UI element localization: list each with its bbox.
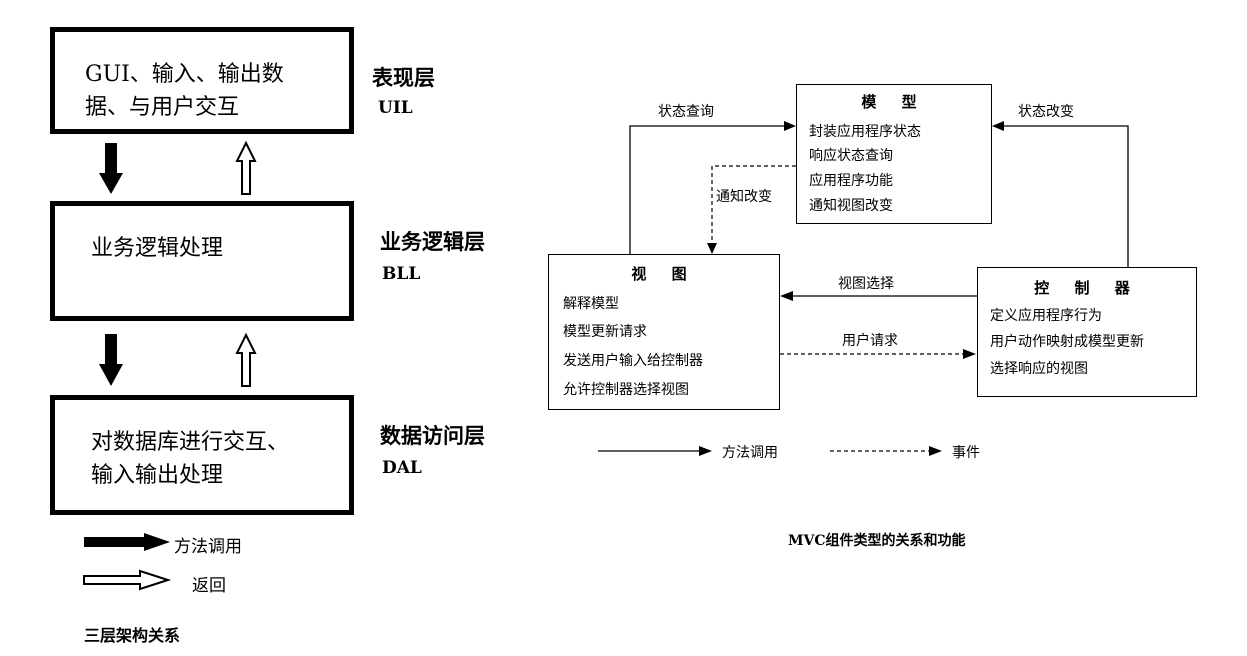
label-state-change: 状态改变	[1018, 101, 1074, 121]
presentation-layer-desc-line2: 据、与用户交互	[85, 95, 240, 120]
tier-call-arrow-2	[99, 334, 123, 386]
model-box: 模 型 封装应用程序状态 响应状态查询 应用程序功能 通知视图改变	[796, 84, 992, 224]
data-layer-desc-line2: 输入输出处理	[91, 463, 224, 488]
business-layer-box: 业务逻辑处理	[50, 201, 354, 321]
controller-line-1: 定义应用程序行为	[990, 308, 1102, 324]
mvc-notify-change-arrow	[707, 165, 796, 254]
label-state-query: 状态查询	[658, 101, 714, 121]
tier-legend-hollow-arrow	[83, 569, 172, 591]
view-line-3: 发送用户输入给控制器	[563, 353, 703, 369]
view-line-4: 允许控制器选择视图	[563, 382, 689, 398]
tier-legend-return-label: 返回	[192, 576, 226, 596]
three-tier-caption: 三层架构关系	[84, 626, 181, 645]
label-user-request: 用户请求	[842, 330, 898, 350]
data-layer-name: 数据访问层	[380, 423, 485, 448]
tier-return-arrow-1	[235, 140, 257, 195]
controller-box: 控 制 器 定义应用程序行为 用户动作映射成模型更新 选择响应的视图	[977, 267, 1197, 397]
controller-line-2: 用户动作映射成模型更新	[990, 334, 1144, 350]
tier-legend-call-label: 方法调用	[174, 537, 242, 557]
business-layer-name: 业务逻辑层	[380, 229, 485, 254]
mvc-caption: MVC组件类型的关系和功能	[788, 533, 966, 549]
data-layer-box: 对数据库进行交互、 输入输出处理	[50, 395, 354, 515]
mvc-state-change-arrow	[992, 121, 1129, 267]
presentation-layer-box: GUI、输入、输出数 据、与用户交互	[50, 27, 354, 134]
controller-title: 控 制 器	[1034, 279, 1140, 297]
view-title: 视 图	[631, 265, 697, 283]
label-view-select: 视图选择	[838, 273, 894, 293]
model-line-2: 响应状态查询	[809, 148, 893, 164]
mvc-view-select-arrow	[780, 291, 977, 301]
model-title: 模 型	[861, 93, 927, 111]
presentation-layer-desc-line1: GUI、输入、输出数	[85, 62, 284, 87]
data-layer-desc-line1: 对数据库进行交互、	[91, 430, 290, 455]
label-notify-change: 通知改变	[716, 186, 772, 206]
presentation-layer-name: 表现层	[372, 65, 435, 90]
model-line-1: 封装应用程序状态	[809, 124, 921, 140]
presentation-layer-code: UIL	[378, 98, 413, 118]
model-line-4: 通知视图改变	[809, 198, 893, 214]
mvc-legend-method-label: 方法调用	[722, 442, 778, 462]
tier-legend-solid-arrow	[84, 533, 170, 551]
mvc-legend-dashed-arrow	[830, 446, 942, 456]
view-line-2: 模型更新请求	[563, 324, 647, 340]
tier-call-arrow-1	[99, 143, 123, 194]
mvc-user-request-arrow	[780, 349, 976, 359]
data-layer-code: DAL	[382, 458, 422, 478]
business-layer-code: BLL	[382, 264, 421, 284]
mvc-legend-event-label: 事件	[952, 442, 980, 462]
mvc-legend-solid-arrow	[598, 446, 712, 456]
view-line-1: 解释模型	[563, 296, 619, 312]
model-line-3: 应用程序功能	[809, 173, 893, 189]
business-layer-desc: 业务逻辑处理	[91, 236, 224, 261]
tier-return-arrow-2	[235, 332, 257, 387]
controller-line-3: 选择响应的视图	[990, 361, 1088, 377]
view-box: 视 图 解释模型 模型更新请求 发送用户输入给控制器 允许控制器选择视图	[548, 254, 780, 410]
mvc-state-query-arrow	[629, 121, 796, 254]
